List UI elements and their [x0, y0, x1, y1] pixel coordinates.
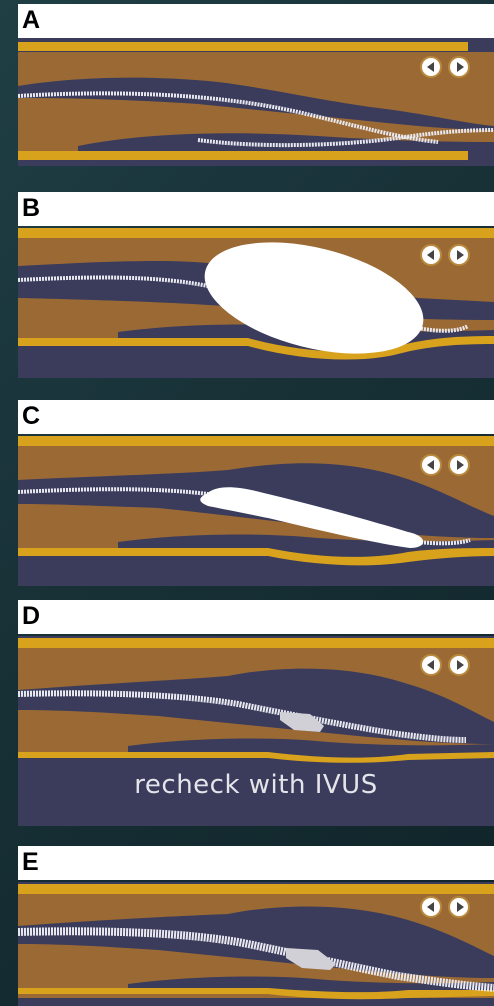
nav-controls: [420, 654, 470, 676]
label-strip-d: D: [18, 600, 494, 634]
label-strip-b: B: [18, 192, 494, 226]
panel-d: recheck with IVUS: [18, 636, 494, 826]
chevron-left-icon[interactable]: [420, 654, 442, 676]
panel-b: [18, 228, 494, 378]
chevron-right-icon[interactable]: [448, 896, 470, 918]
panel-label: B: [22, 193, 40, 223]
label-strip-a: A: [18, 4, 494, 38]
nav-controls: [420, 56, 470, 78]
panel-a: [18, 38, 494, 166]
panel-caption: recheck with IVUS: [18, 770, 494, 800]
chevron-right-icon[interactable]: [448, 654, 470, 676]
label-strip-c: C: [18, 400, 494, 434]
chevron-left-icon[interactable]: [420, 56, 442, 78]
nav-controls: [420, 896, 470, 918]
panel-c: [18, 436, 494, 586]
panel-label: D: [22, 601, 40, 631]
panel-label: E: [22, 847, 39, 877]
label-strip-e: E: [18, 846, 494, 880]
chevron-left-icon[interactable]: [420, 896, 442, 918]
chevron-left-icon[interactable]: [420, 244, 442, 266]
chevron-left-icon[interactable]: [420, 454, 442, 476]
chevron-right-icon[interactable]: [448, 454, 470, 476]
nav-controls: [420, 454, 470, 476]
chevron-right-icon[interactable]: [448, 244, 470, 266]
chevron-right-icon[interactable]: [448, 56, 470, 78]
panel-e: [18, 882, 494, 1006]
panel-label: A: [22, 5, 40, 35]
nav-controls: [420, 244, 470, 266]
panel-label: C: [22, 401, 40, 431]
